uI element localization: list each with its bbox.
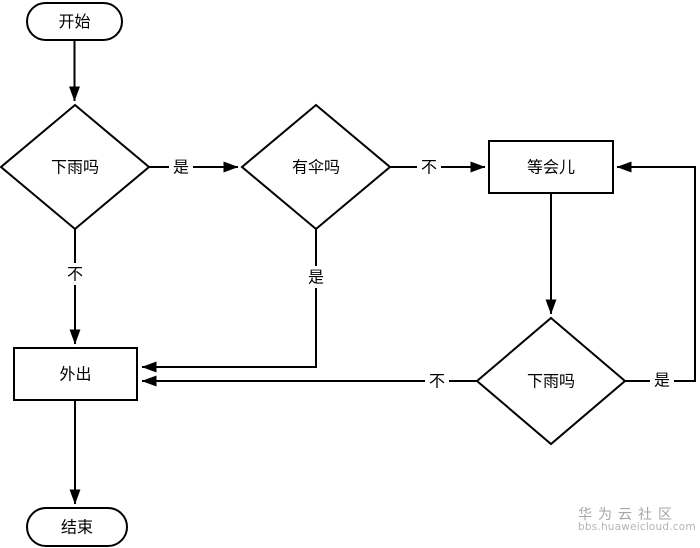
edge-label-yes: 是 [308,268,324,287]
edge-group [69,40,696,505]
watermark: 华为云社区 bbs.huaweicloud.com [578,507,696,533]
goout-label: 外出 [59,365,91,384]
rain1-diamond-shape [0,103,151,231]
edge-label-bg [304,266,328,288]
edge-label-yes: 是 [654,371,670,390]
edge-label-bg [425,370,449,392]
edge-umbrella-yes-to-goout [141,229,317,373]
start-stadium-shape [26,2,123,41]
node-start: 开始 [26,2,123,41]
rain2-diamond-shape [475,316,627,446]
watermark-title: 华为云社区 [578,507,678,523]
edge-label-group: 是 不 不 是 不 是 [63,156,674,392]
goout-rect-shape [13,347,138,401]
umbrella-label: 有伞吗 [292,158,340,177]
node-end: 结束 [26,507,128,547]
edge-rain2-yes-to-wait-loop [616,161,696,382]
edge-label-bg [650,369,674,391]
rain2-label: 下雨吗 [527,372,575,391]
wait-rect-shape [488,140,614,194]
node-umbrella-decision: 有伞吗 [240,103,392,231]
edge-label-bg [63,263,87,285]
node-goout: 外出 [13,347,138,401]
end-label: 结束 [61,518,93,537]
umbrella-diamond-shape [240,103,392,231]
watermark-url: bbs.huaweicloud.com [578,521,696,533]
edge-label-bg [169,156,193,178]
end-stadium-shape [26,507,128,547]
node-rain2-decision: 下雨吗 [475,316,627,446]
node-rain1-decision: 下雨吗 [0,103,151,231]
edge-label-bg [417,156,441,178]
edge-label-no: 不 [429,372,445,391]
rain1-label: 下雨吗 [51,158,99,177]
wait-label: 等会儿 [527,158,575,177]
edge-label-yes: 是 [173,158,189,177]
node-wait: 等会儿 [488,140,614,194]
start-label: 开始 [58,12,90,31]
edge-label-no: 不 [67,265,83,284]
edge-label-no: 不 [421,158,437,177]
